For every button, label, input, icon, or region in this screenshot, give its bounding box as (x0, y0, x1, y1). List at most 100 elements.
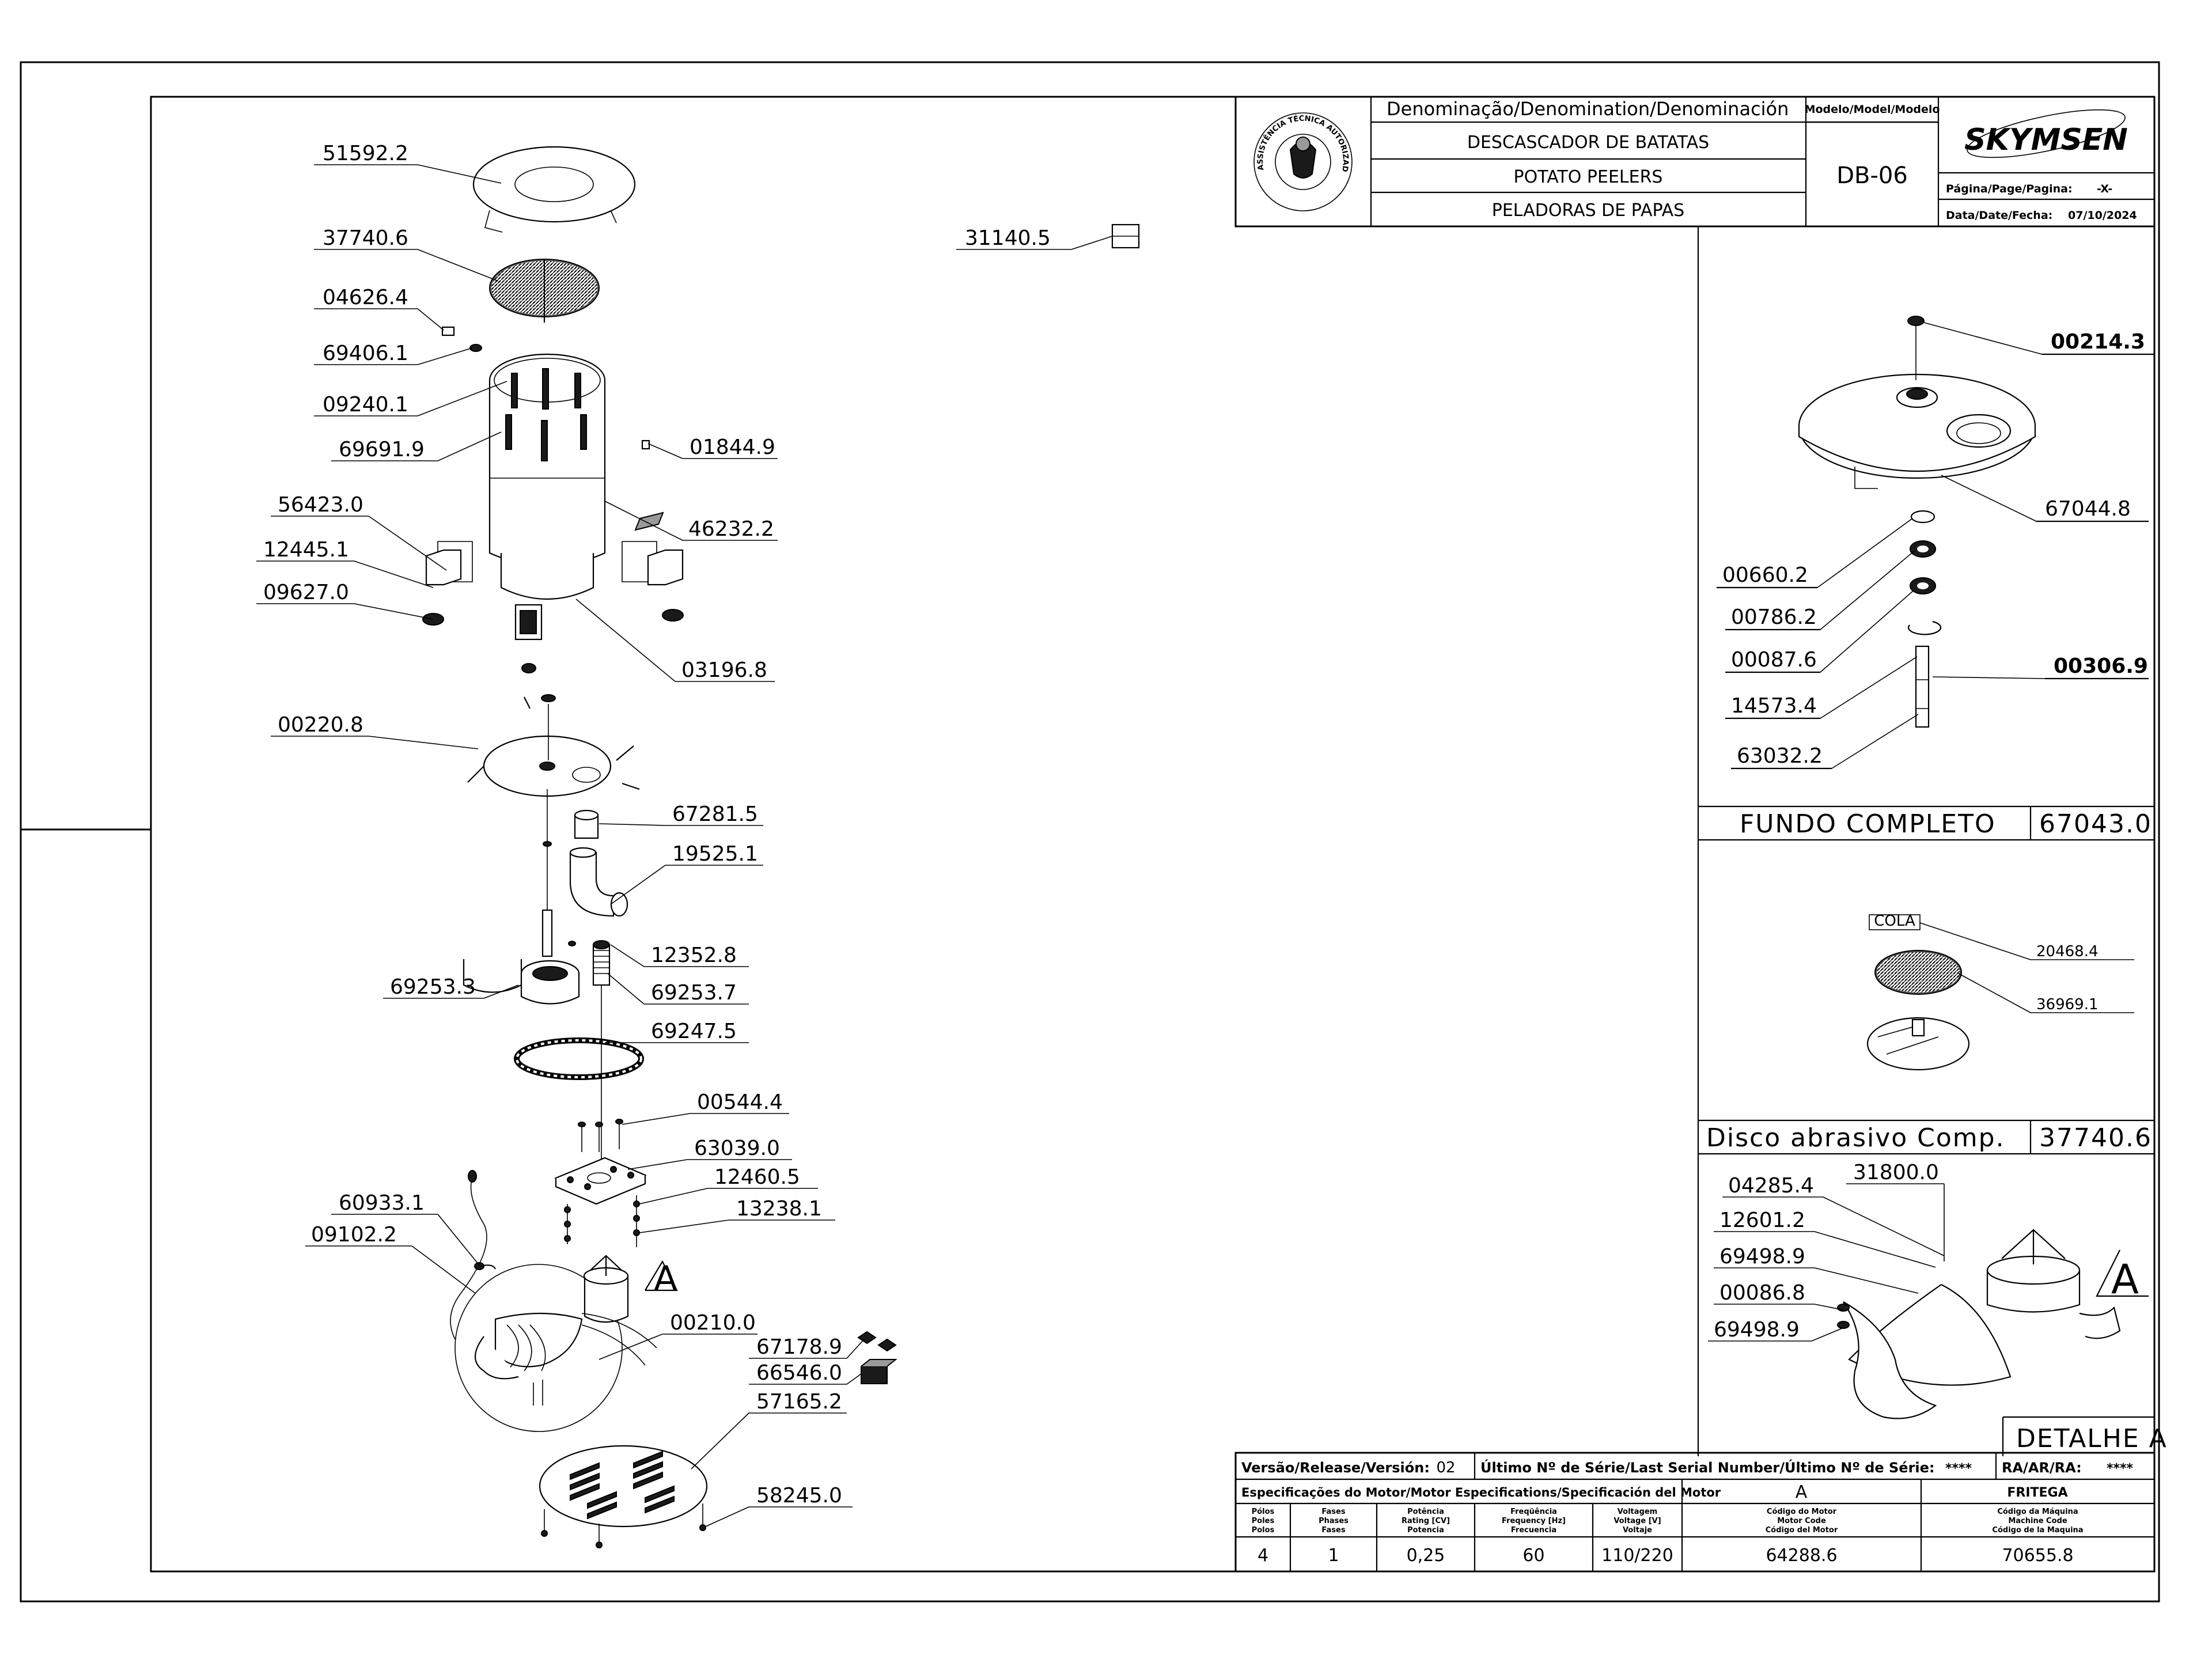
callout-00210-0: 00210.0 (670, 1311, 756, 1335)
spec-header-2-2: Potencia (1407, 1526, 1444, 1535)
callout-69691-9: 69691.9 (339, 438, 425, 461)
fundo-callout-00214-3: 00214.3 (2051, 330, 2145, 354)
ra-label: RA/AR/RA: (2002, 1460, 2082, 1476)
serial-value: **** (1945, 1461, 1972, 1476)
callout-56423-0: 56423.0 (278, 493, 363, 517)
detail-a-callout-0: 04285.4 (1728, 1174, 1814, 1198)
fundo-code: 67043.0 (2039, 809, 2152, 839)
spec-header-6-1: Machine Code (2008, 1517, 2067, 1525)
detail-a-callout-2: 12601.2 (1719, 1209, 1805, 1232)
spec-value-5: 64288.6 (1766, 1546, 1837, 1566)
spec-value-3: 60 (1522, 1546, 1544, 1566)
callout-58245-0: 58245.0 (756, 1484, 842, 1508)
spec-value-1: 1 (1328, 1546, 1339, 1566)
callout-66546-0: 66546.0 (756, 1361, 842, 1385)
callout-37740-6: 37740.6 (323, 226, 408, 250)
detail-a-callout-5: 69498.9 (1714, 1318, 1800, 1342)
callout-63039-0: 63039.0 (694, 1137, 780, 1160)
motor-spec-label: Especificações do Motor/Motor Especifica… (1241, 1486, 1721, 1499)
disco-callout-20468-4: 20468.4 (2036, 943, 2099, 960)
spec-header-5-1: Motor Code (1777, 1517, 1826, 1525)
callout-09627-0: 09627.0 (263, 581, 349, 604)
callout-03196-8: 03196.8 (681, 658, 767, 682)
fundo-callout-67044-8: 67044.8 (2045, 497, 2131, 521)
date-value: 07/10/2024 (2068, 209, 2137, 222)
spec-header-5-0: Código do Motor (1767, 1508, 1837, 1516)
machine-brand: FRITEGA (2007, 1486, 2067, 1500)
spec-header-0-2: Polos (1252, 1526, 1275, 1535)
title-block: ASSISTÊNCIA TÉCNICA AUTORIZADA Denominaç… (0, 0, 2156, 228)
disco-callout-36969-1: 36969.1 (2036, 996, 2099, 1013)
spec-header-2-0: Potência (1407, 1508, 1444, 1516)
callout-09102-2: 09102.2 (311, 1223, 397, 1247)
callout-57165-2: 57165.2 (756, 1390, 842, 1414)
spec-value-0: 4 (1257, 1546, 1268, 1566)
callout-12445-1: 12445.1 (263, 538, 349, 562)
name-pt: DESCASCADOR DE BATATAS (1467, 132, 1709, 153)
cola-tag: COLA (1874, 912, 1915, 930)
serial-label: Último Nº de Série/Last Serial Number/Úl… (1480, 1459, 1935, 1476)
spec-value-4: 110/220 (1601, 1546, 1673, 1566)
callout-12352-8: 12352.8 (651, 944, 737, 967)
detail-a-caption: DETALHE A (2016, 1424, 2168, 1453)
spec-header-3-0: Freqüência (1510, 1508, 1557, 1516)
date-label: Data/Date/Fecha: (1946, 209, 2052, 222)
spec-header-6-2: Código de la Maquina (1992, 1526, 2083, 1535)
fundo-callout-14573-4: 14573.4 (1731, 694, 1817, 718)
name-en: POTATO PEELERS (1514, 167, 1663, 187)
callout-01844-9: 01844.9 (690, 435, 775, 459)
spec-header-5-2: Código del Motor (1766, 1526, 1838, 1535)
callout-60933-1: 60933.1 (339, 1191, 425, 1215)
spec-header-3-2: Frecuencia (1511, 1526, 1556, 1535)
motor-spec-table: Versão/Release/Versión: 02 Último Nº de … (1234, 1452, 2156, 1573)
page-value: -X- (2097, 183, 2112, 195)
callout-04626-4: 04626.4 (323, 286, 408, 309)
seal-text: ASSISTÊNCIA TÉCNICA AUTORIZADA (0, 0, 1350, 173)
main-exploded-view (422, 146, 1140, 1548)
fundo-callout-00306-9: 00306.9 (2054, 654, 2148, 678)
ra-value: **** (2107, 1461, 2134, 1476)
version-value: 02 (1436, 1459, 1455, 1476)
disco-caption: Disco abrasivo Comp. (1706, 1123, 2005, 1153)
callout-46232-2: 46232.2 (688, 517, 774, 541)
spec-header-2-1: Rating [CV] (1402, 1517, 1450, 1525)
spec-header-4-2: Voltaje (1623, 1526, 1652, 1535)
disco-code: 37740.6 (2039, 1123, 2152, 1153)
callout-00220-8: 00220.8 (278, 713, 363, 737)
callout-13238-1: 13238.1 (736, 1197, 822, 1221)
spec-header-1-2: Fases (1321, 1526, 1345, 1535)
callout-51592-2: 51592.2 (323, 142, 408, 165)
detail-a-letter: A (2111, 1256, 2139, 1303)
denomination-header: Denominação/Denomination/Denominación (1387, 98, 1789, 120)
callout-19525-1: 19525.1 (672, 842, 758, 866)
callout-69406-1: 69406.1 (323, 342, 408, 365)
spec-header-4-1: Voltage [V] (1613, 1517, 1661, 1525)
spec-header-0-0: Pólos (1252, 1508, 1275, 1516)
detail-a-marker: A (654, 1259, 677, 1299)
callout-67281-5: 67281.5 (672, 802, 758, 826)
outer-frame (20, 61, 2160, 1603)
fundo-callout-00087-6: 00087.6 (1731, 648, 1817, 672)
page-label: Página/Page/Pagina: (1946, 183, 2073, 195)
detail-a-callout-1: 31800.0 (1853, 1161, 1939, 1184)
callout-09240-1: 09240.1 (323, 393, 408, 416)
callout-00544-4: 00544.4 (697, 1090, 783, 1114)
detail-a-callout-3: 69498.9 (1719, 1245, 1805, 1268)
spec-header-6-0: Código da Máquina (1997, 1508, 2078, 1516)
fundo-caption: FUNDO COMPLETO (1740, 809, 1996, 839)
brand-name: SKYMSEN (1964, 123, 2128, 157)
spec-header-1-1: Phases (1319, 1517, 1349, 1525)
fundo-callout-00660-2: 00660.2 (1722, 563, 1808, 587)
callout-69253-7: 69253.7 (651, 981, 737, 1005)
motor-letter: A (1796, 1482, 1808, 1502)
authorized-service-seal: ASSISTÊNCIA TÉCNICA AUTORIZADA (0, 0, 1353, 211)
drawing-frame (150, 96, 2156, 1573)
spec-value-6: 70655.8 (2002, 1546, 2073, 1566)
callout-31140-5: 31140.5 (965, 226, 1051, 250)
spec-header-1-0: Fases (1321, 1508, 1345, 1516)
model-header: Modelo/Model/Modelo (1805, 103, 1940, 116)
model-value: DB-06 (1836, 162, 1908, 189)
name-es: PELADORAS DE PAPAS (1492, 200, 1684, 221)
spec-header-4-0: Voltagem (1618, 1508, 1657, 1516)
